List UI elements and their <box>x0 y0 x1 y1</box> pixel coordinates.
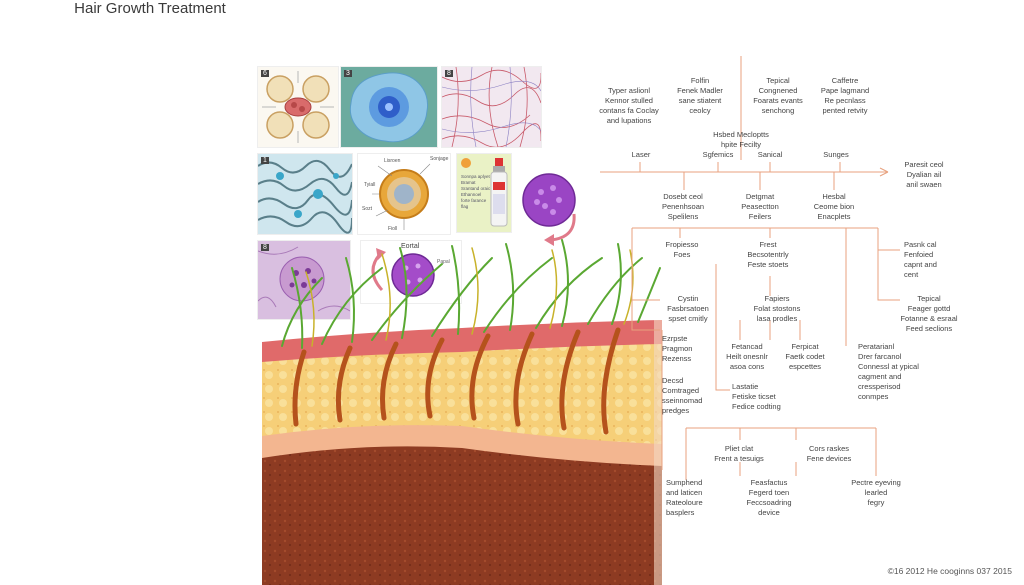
node-sunges: Sunges <box>823 150 849 159</box>
node-c4: Lastatie Fetiske ticset Fedice codting <box>732 382 781 411</box>
node-bottom-top-2: Cors raskes Fene devices <box>806 444 852 463</box>
tile-badge: 3 <box>344 70 352 77</box>
spray-bottle-icon <box>490 158 508 227</box>
microscopy-tile-vessel-texture: 8 <box>441 66 542 148</box>
microscopy-tile-blue-cell: 3 <box>340 66 438 148</box>
cell-tag: Papal <box>437 259 450 265</box>
node-center: Hsbed Mecloptts hpite Fecilty <box>713 130 769 149</box>
copyright-footer: ©16 2012 He cooginns 037 2015 <box>887 566 1012 576</box>
callout-top-left: Lisroen <box>384 158 401 164</box>
follicle-diagram-illustration <box>262 71 334 143</box>
node-c3: Peratarianl Drer farcanol Connessl at yp… <box>858 342 919 401</box>
tile-badge: 8 <box>445 70 453 77</box>
node-mid-1: Dosebt ceol Penenhsoan Spelilens <box>661 192 705 221</box>
node-mid-3: Hesbal Ceome bion Enacplets <box>813 192 855 221</box>
cycle-arrow-icon <box>544 213 576 246</box>
node-g2: Fapiers Folat stostons lasa prodles <box>753 294 801 323</box>
callout-top-right: Sonjage <box>430 156 449 162</box>
tile-badge: 1 <box>261 157 269 164</box>
tile-badge: 8 <box>261 244 269 251</box>
diagram-title: Hair Growth Treatment <box>74 0 226 17</box>
callout-bottom: Fioll <box>388 226 398 232</box>
node-sanical: Sanical <box>757 150 783 159</box>
node-branch-3: Pasnk cal Fenfoied capnt and cent <box>904 240 937 279</box>
node-l1: Ezrpste Pragmon Rezenss <box>662 334 693 363</box>
node-top-2: Folfin Fenek Madler sane stiatent ceolcy <box>677 76 723 115</box>
node-b3: Pectre eyeving learled fegry <box>851 478 901 507</box>
node-g3: Tepical Feager gottd Fotanne & esraal Fe… <box>900 294 958 333</box>
callout-left: Tyiall <box>364 182 376 188</box>
follicle-cross-section-tile: Lisroen Sonjage Tyiall Sozt Fioll <box>357 153 451 235</box>
node-b2: Feasfactus Fegerd toen Feccsoadring devi… <box>746 478 792 517</box>
tile-badge: 6 <box>261 70 269 77</box>
microscopy-tile-cell-mesh: 1 <box>257 153 353 235</box>
node-laser: Laser <box>631 150 651 159</box>
product-logo-icon <box>461 158 471 168</box>
node-l2: Decsd Comtraged sseinnomad predges <box>662 376 703 415</box>
node-c1: Fetancad Heilt onesnlr asoa cons <box>726 342 768 371</box>
node-g1: Cystin Fasbrsatoen spset cmitly <box>667 294 709 323</box>
microscopy-tile-follicle-diagram: 6 <box>257 66 339 148</box>
skin-cross-section-illustration <box>262 239 662 585</box>
node-bottom-top-1: Pliet clat Frent a tesuigs <box>714 444 764 463</box>
follicle-cross-section-illustration <box>372 163 431 230</box>
node-mid-2: Detgmat Peasectton Feilers <box>741 192 779 221</box>
node-systemics: Sgfemics <box>702 150 734 159</box>
purple-cell-illustration <box>522 173 576 227</box>
cycle-arrow-left-icon <box>371 248 386 292</box>
node-top-3: Tepical Congnened Foarats evants senchon… <box>753 76 803 115</box>
treatment-product-tile: Sonnpa aplyet Bramat Srantand oraic Etha… <box>456 153 512 233</box>
callout-bottom-left: Sozt <box>362 206 373 212</box>
node-c2: Ferpicat Faetk codet espcettes <box>785 342 825 371</box>
blue-cell-illustration <box>341 67 437 147</box>
node-top-1: Typer aslionl Kennor stulled contans fa … <box>599 86 659 125</box>
vessel-texture-illustration <box>442 67 541 147</box>
node-b1: Sumphend and laticen Rateoloure basplers <box>666 478 703 517</box>
product-label: Sonnpa aplyet Bramat Srantand oraic Etha… <box>461 174 491 209</box>
cell-mesh-illustration <box>258 154 352 234</box>
node-branch-2: Frest Becsotentrly Feste stoets <box>747 240 789 269</box>
node-branch-1: Fropiesso Foes <box>665 240 699 259</box>
node-top-4: Caffetre Pape lagmand Re pecnlass pented… <box>820 76 870 115</box>
cell-title: Eortal <box>401 243 420 250</box>
node-right-1: Paresit ceol Dyalian ail anil swaen <box>904 160 944 189</box>
